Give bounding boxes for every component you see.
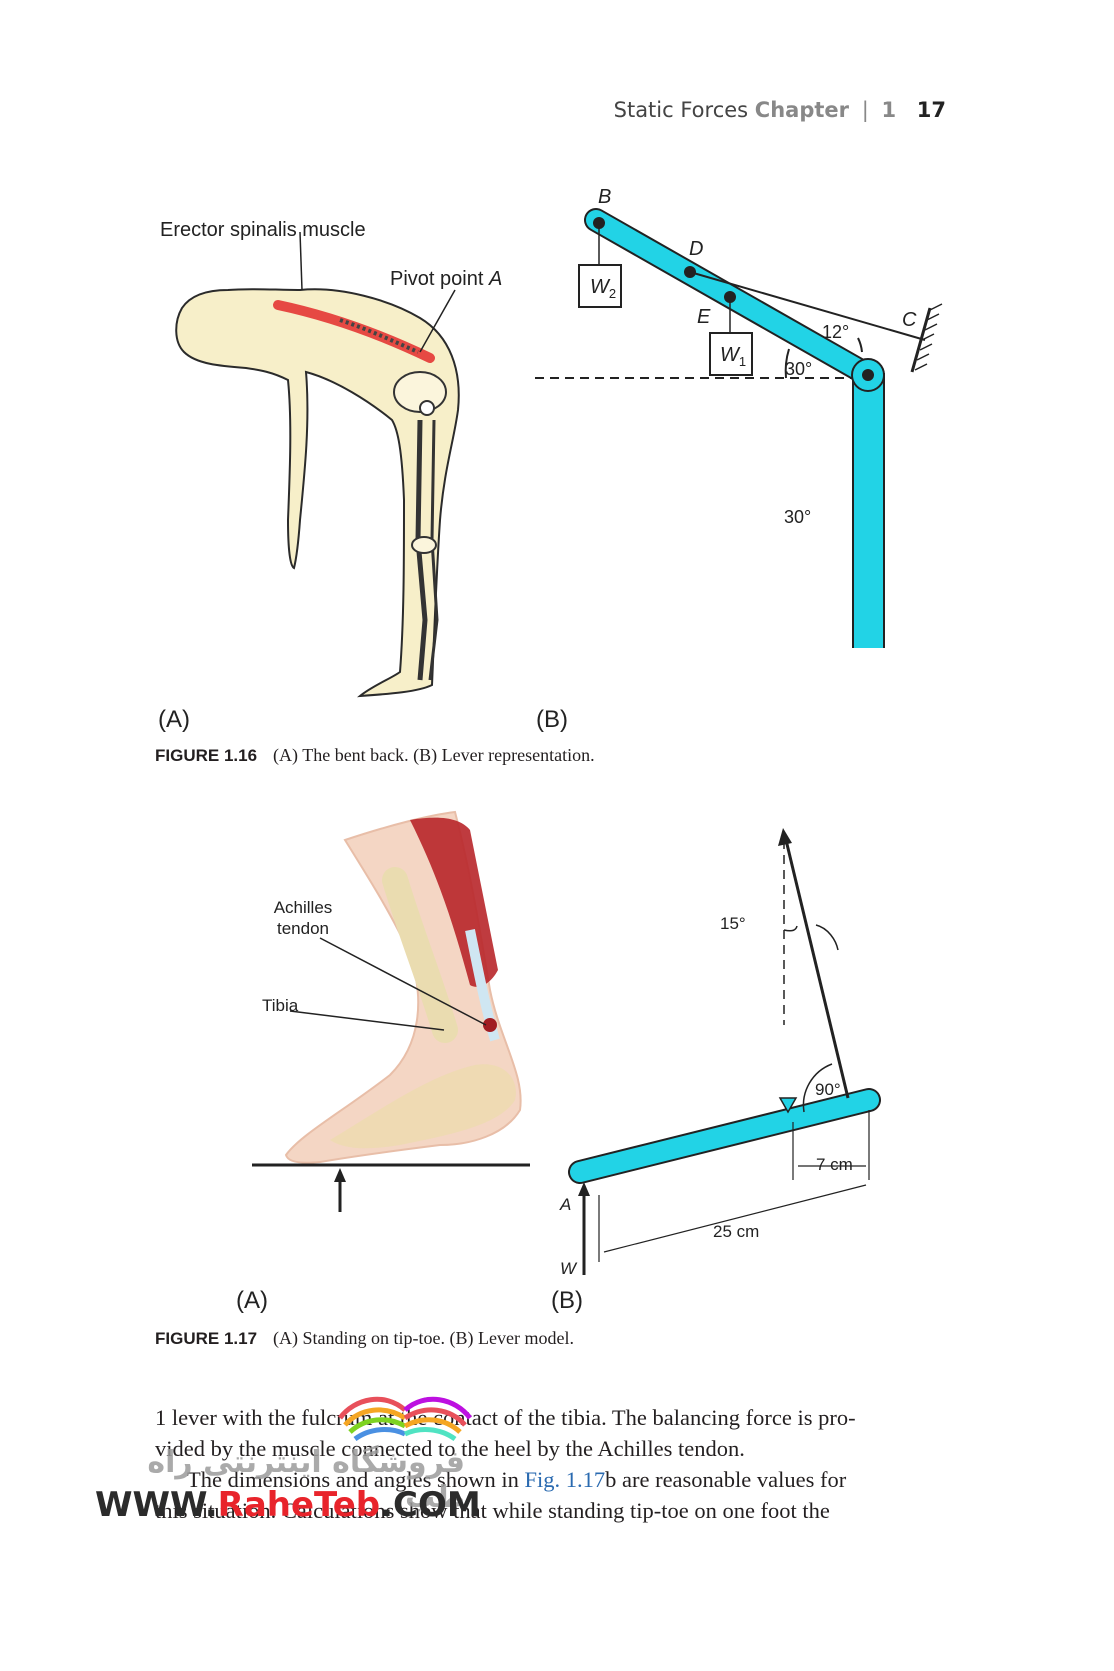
label-dim-7cm: 7 cm	[816, 1155, 853, 1174]
panel-label-b-2: (B)	[551, 1287, 583, 1314]
panel-label-a-2: (A)	[236, 1287, 268, 1314]
pivot-dot	[862, 369, 874, 381]
figure-reference-link[interactable]: Fig. 1.17	[524, 1467, 606, 1492]
label-pivot-point: Pivot point A	[390, 268, 502, 290]
body-line-2: vided by the muscle connected to the hee…	[155, 1436, 745, 1461]
label-tibia: Tibia	[262, 996, 299, 1015]
label-point-e: E	[697, 306, 711, 328]
body-text: 1 lever with the fulcrum at the contact …	[155, 1402, 957, 1526]
label-w1: W1	[720, 344, 746, 369]
header-separator: |	[861, 98, 869, 122]
label-point-d: D	[689, 238, 703, 260]
pivot-leader-line	[419, 289, 456, 353]
reaction-arrow-head	[334, 1168, 346, 1182]
bent-back-illustration	[175, 288, 460, 698]
tibia-leader-line	[289, 1010, 445, 1031]
label-angle-12: 12°	[822, 322, 849, 342]
weight-w1-box	[709, 332, 753, 376]
panel-label-b: (B)	[536, 706, 568, 733]
caption-text-2: (A) Standing on tip-toe. (B) Lever model…	[273, 1328, 574, 1348]
lever-diagram-b	[535, 208, 943, 648]
watermark-url: WWW.RaheTeb.COM	[95, 1485, 481, 1525]
label-achilles-line2: tendon	[277, 919, 329, 938]
angle-30-arc	[784, 348, 790, 379]
wall-anchor	[910, 307, 932, 373]
body-line-4: this situation. Calculations show that w…	[155, 1498, 830, 1523]
watermark-persian-text: فروشگاه اینترنتی راه طب	[147, 1445, 465, 1515]
figure-1-16-caption: FIGURE 1.16 (A) The bent back. (B) Lever …	[155, 745, 595, 766]
achilles-leader-line	[319, 937, 487, 1026]
label-achilles-line1: Achilles	[274, 898, 333, 917]
body-line-1: 1 lever with the fulcrum at the contact …	[155, 1405, 856, 1430]
fulcrum-triangle	[778, 1097, 798, 1114]
figure-1-17: Achilles tendon Tibia (A) 15° 90° 7 cm 2…	[236, 810, 881, 1314]
muscle-leader-line	[299, 231, 303, 291]
label-angle-30-vertical: 30°	[784, 507, 811, 527]
header-chapter-word: Chapter	[754, 98, 849, 122]
label-angle-90: 90°	[815, 1080, 841, 1099]
wall-hatch	[914, 303, 943, 371]
page-number: 17	[916, 98, 946, 122]
cable-d-to-c	[689, 271, 926, 341]
weight-w2-box	[578, 264, 622, 308]
figure-1-16: Erector spinalis muscle Pivot point A (A…	[158, 186, 943, 733]
vertical-lever-bar	[854, 373, 883, 648]
label-erector-spinalis: Erector spinalis muscle	[160, 219, 366, 241]
foot-bones	[330, 1064, 516, 1149]
label-point-a: A	[559, 1195, 571, 1214]
foot-illustration	[284, 810, 522, 1164]
header-chapter-number: 1	[881, 98, 897, 122]
lever-model-b	[568, 828, 881, 1275]
label-force-w: W	[560, 1259, 578, 1278]
panel-label-a: (A)	[158, 706, 190, 733]
label-dim-25cm: 25 cm	[713, 1222, 759, 1241]
muscle-force-arrowhead	[778, 828, 792, 846]
body-line-3: The dimensions and angles shown in Fig. …	[187, 1467, 847, 1492]
header-title: Static Forces	[613, 98, 749, 122]
label-point-c: C	[902, 309, 917, 331]
angle-15-arrow	[815, 924, 839, 951]
muscle-force-line	[784, 839, 850, 1099]
caption-number-2: FIGURE 1.17	[155, 1329, 258, 1348]
angle-90-arc	[802, 1063, 833, 1113]
running-header: Static Forces Chapter | 1 17	[614, 98, 946, 122]
tibia-bone	[382, 867, 458, 1043]
caption-text: (A) The bent back. (B) Lever representat…	[273, 745, 595, 765]
caption-number: FIGURE 1.16	[155, 746, 258, 765]
label-angle-30-top: 30°	[785, 359, 812, 379]
label-point-b: B	[598, 186, 611, 208]
dim-25cm-line	[603, 1184, 867, 1253]
angle-12-arc	[857, 337, 863, 353]
figure-1-17-caption: FIGURE 1.17 (A) Standing on tip-toe. (B) …	[155, 1328, 574, 1349]
foot-lever-bar	[570, 1090, 879, 1182]
tendon-insertion	[483, 1018, 497, 1032]
label-w2: W2	[590, 276, 616, 301]
label-angle-15: 15°	[720, 914, 746, 933]
